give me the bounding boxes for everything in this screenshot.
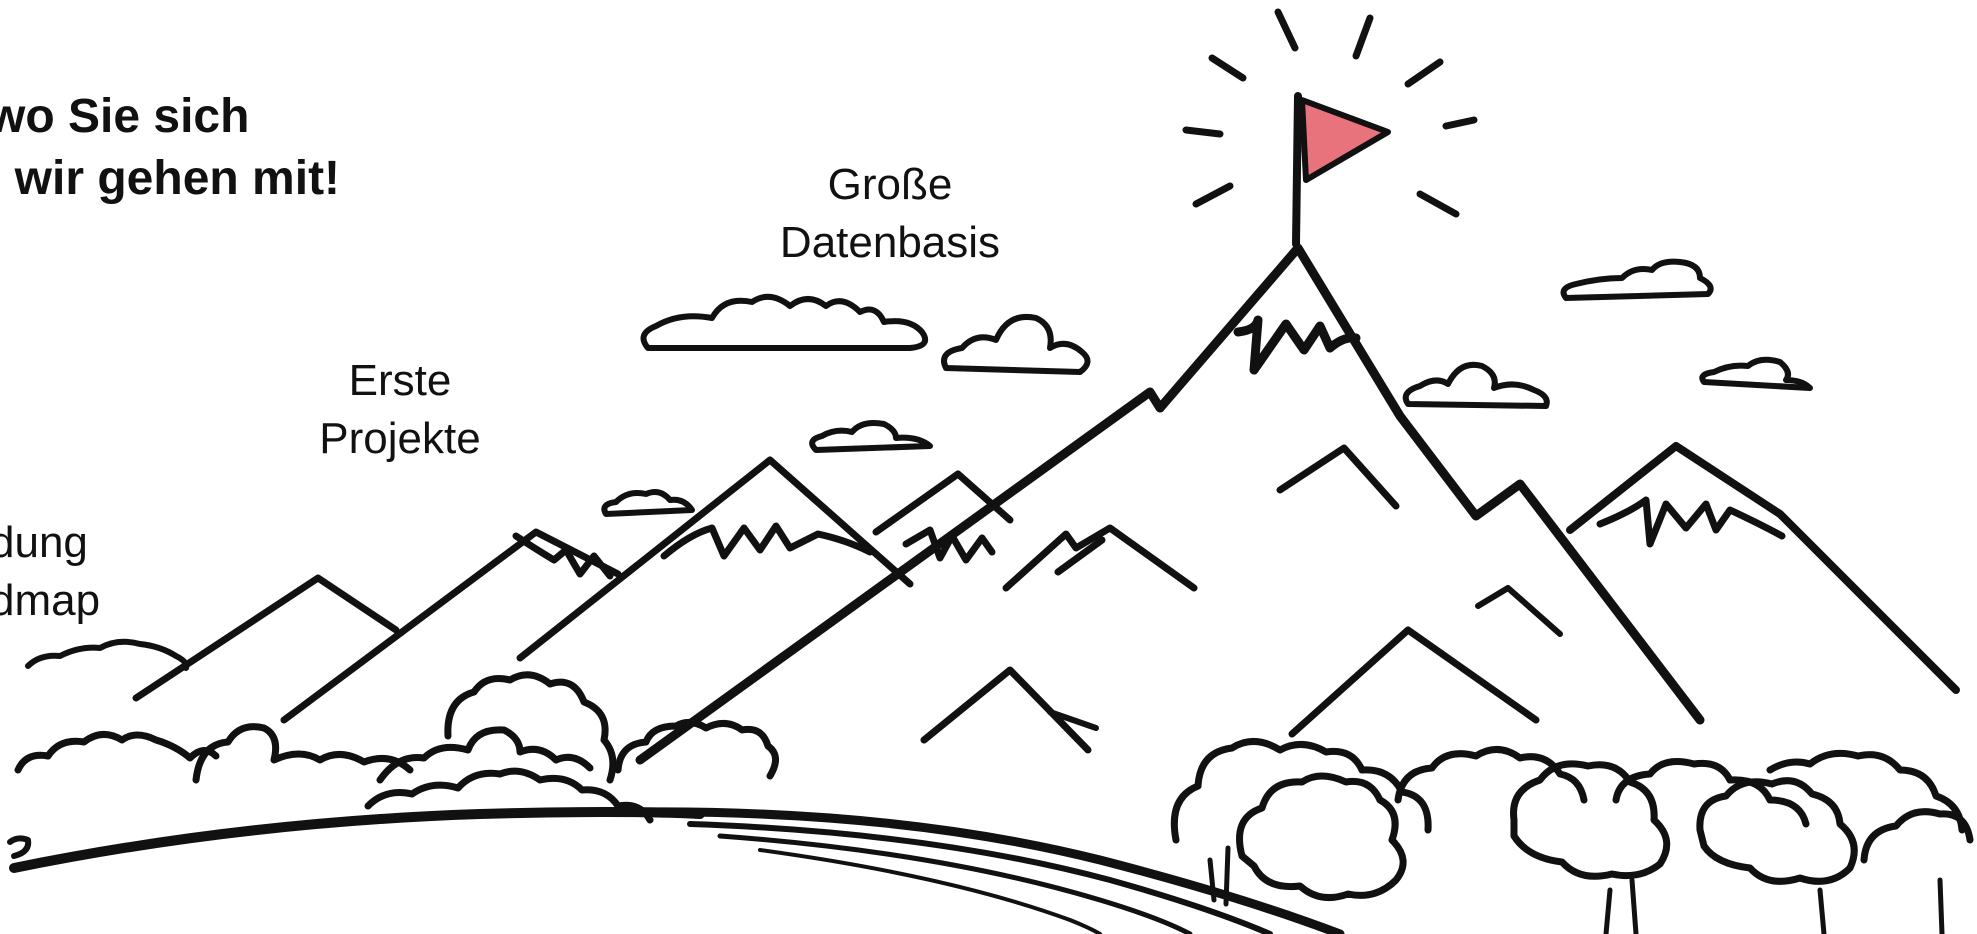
- summit-flag: [1296, 96, 1388, 244]
- milestone-label-roadmap-line-2: dmap: [0, 572, 100, 630]
- milestone-label-erste-projekte: Erste Projekte: [290, 352, 510, 468]
- milestone-label-roadmap: dung dmap: [0, 514, 100, 630]
- main-mountain: [640, 248, 1956, 760]
- milestone-label-grosse-datenbasis-line-2: Datenbasis: [760, 214, 1020, 272]
- milestone-label-erste-projekte-line-2: Projekte: [290, 410, 510, 468]
- headline: wo Sie sich , wir gehen mit!: [0, 86, 340, 210]
- headline-line-2: , wir gehen mit!: [0, 148, 340, 210]
- milestone-label-grosse-datenbasis: Große Datenbasis: [760, 156, 1020, 272]
- milestone-label-erste-projekte-line-1: Erste: [290, 352, 510, 410]
- headline-line-1: wo Sie sich: [0, 86, 340, 148]
- milestone-label-roadmap-line-1: dung: [0, 514, 100, 572]
- foreground-hill: [10, 812, 1340, 934]
- milestone-label-grosse-datenbasis-line-1: Große: [760, 156, 1020, 214]
